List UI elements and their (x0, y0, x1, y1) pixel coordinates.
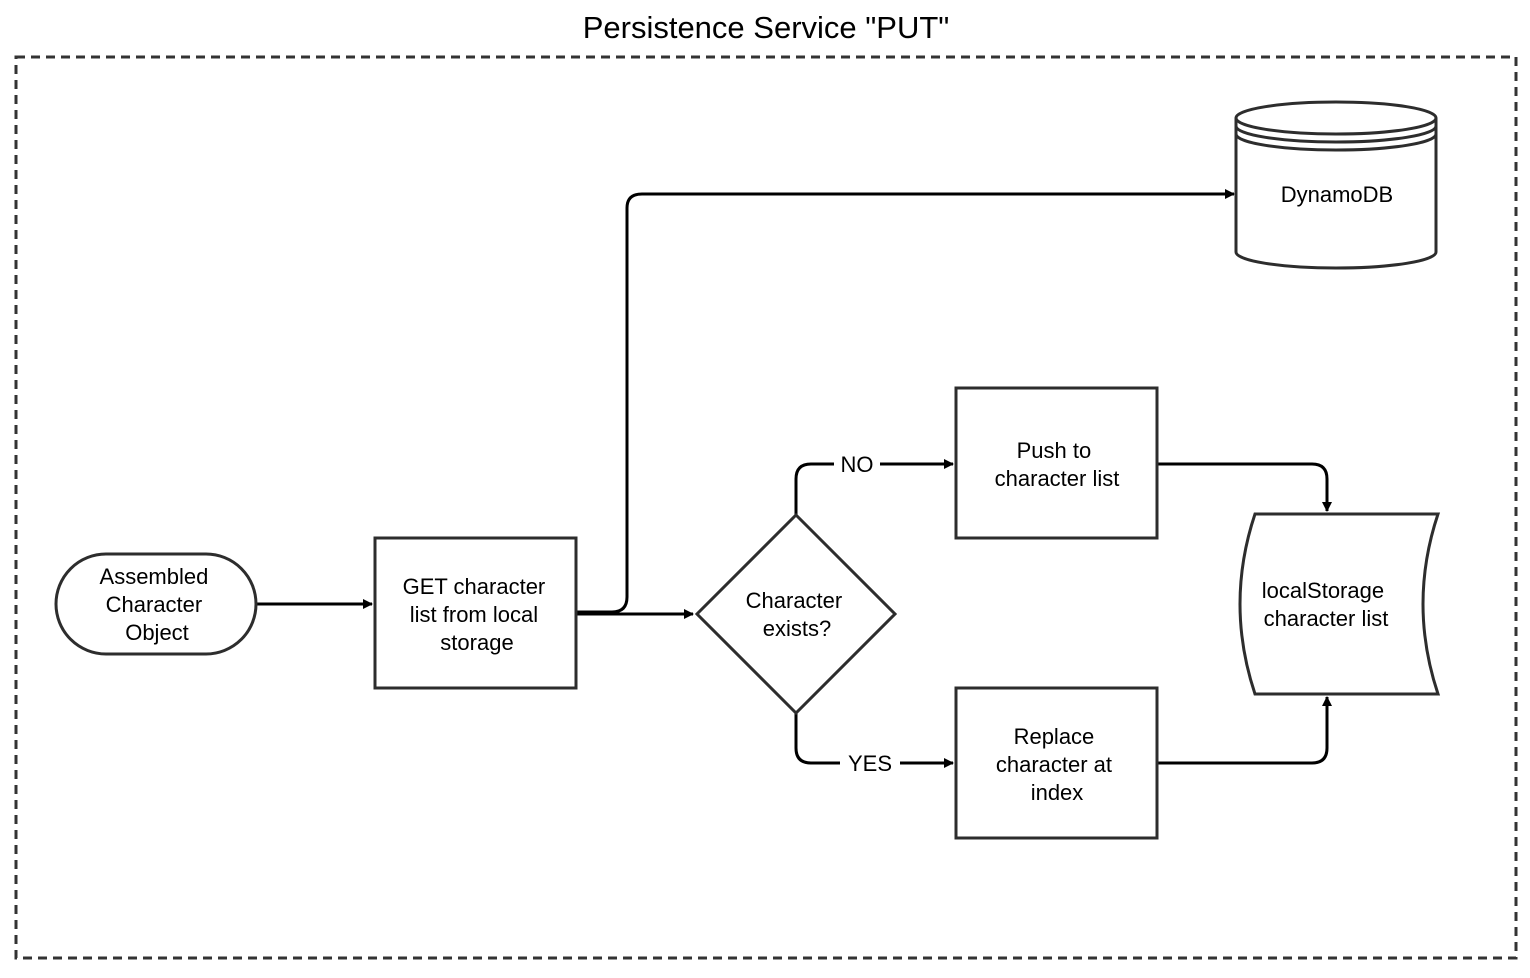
edge-label-no-group: NO (834, 450, 880, 478)
svg-text:DynamoDB: DynamoDB (1281, 182, 1393, 207)
node-assembled-line-3: Object (125, 620, 189, 645)
node-dynamodb-line-1: DynamoDB (1281, 182, 1393, 207)
node-localstorage-line-2: character list (1264, 606, 1389, 631)
svg-text:GET character list from: GET character list from local storage (403, 574, 552, 655)
node-assembled-line-1: Assembled (100, 564, 209, 589)
service-boundary (14, 55, 1518, 960)
node-assembled-character-object: Assembled Character Object (54, 552, 258, 656)
node-get-line-2: list from local (410, 602, 538, 627)
edge-decision-to-replace (794, 713, 954, 768)
node-dynamodb-database: DynamoDB (1234, 100, 1438, 270)
node-decision-line-1: Character (746, 588, 843, 613)
diagram-title: Persistence Service "PUT" (583, 10, 950, 45)
edge-replace-to-localstorage (1157, 696, 1332, 765)
svg-text:localStorage character l: localStorage character list (1262, 578, 1390, 631)
node-get-line-1: GET character (403, 574, 546, 599)
node-push-line-2: character list (995, 466, 1120, 491)
svg-text:Replace character at: Replace character at index (996, 724, 1118, 805)
edge-get-to-dynamodb (577, 189, 1235, 614)
node-push-to-character-list: Push to character list (954, 386, 1159, 540)
edge-push-to-localstorage (1157, 462, 1332, 512)
node-character-exists-decision: Character exists? (694, 512, 898, 716)
edge-label-yes-group: YES (840, 749, 900, 777)
node-localstorage-character-list: localStorage character list (1238, 512, 1441, 696)
node-replace-line-1: Replace (1014, 724, 1095, 749)
svg-text:Push to character list: Push to character list (995, 438, 1120, 491)
node-localstorage-line-1: localStorage (1262, 578, 1384, 603)
node-replace-line-3: index (1031, 780, 1084, 805)
svg-text:Assembled Character: Assembled Character Object (100, 564, 215, 645)
edge-decision-to-push (794, 459, 954, 515)
edge-label-yes: YES (848, 751, 892, 776)
node-decision-line-2: exists? (763, 616, 831, 641)
edge-label-no: NO (841, 452, 874, 477)
node-get-character-list: GET character list from local storage (373, 536, 578, 690)
edges (256, 189, 1332, 768)
node-get-line-3: storage (440, 630, 513, 655)
svg-text:Character exists?: Character exists? (746, 588, 849, 641)
node-replace-line-2: character at (996, 752, 1112, 777)
node-replace-character-at-index: Replace character at index (954, 686, 1159, 840)
node-push-line-1: Push to (1017, 438, 1092, 463)
node-assembled-line-2: Character (106, 592, 203, 617)
